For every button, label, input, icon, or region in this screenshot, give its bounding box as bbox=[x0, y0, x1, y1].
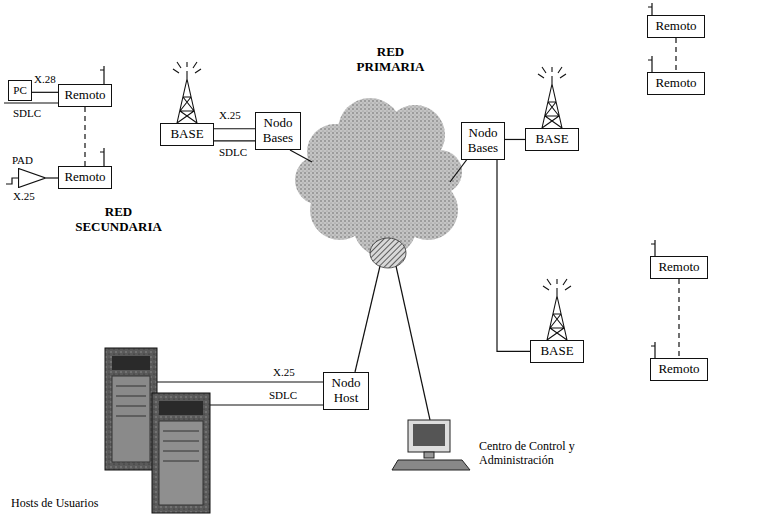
protocol-label: SDLC bbox=[12, 107, 42, 120]
box-text: PAD bbox=[12, 154, 33, 167]
connector-line bbox=[505, 139, 525, 140]
access-point bbox=[370, 238, 406, 268]
box-text: Remoto bbox=[61, 88, 109, 103]
box-text: Remoto bbox=[650, 76, 702, 91]
box-text: BASE bbox=[533, 344, 581, 359]
control-caption: Centro de Control y Administración bbox=[478, 440, 576, 468]
box-text: Nodo Bases bbox=[258, 116, 298, 146]
protocol-label: SDLC bbox=[268, 389, 298, 402]
connector-line bbox=[678, 279, 679, 358]
pc-box: PC bbox=[8, 80, 32, 101]
server-cabinet bbox=[105, 348, 210, 513]
protocol-label: SDLC bbox=[218, 146, 248, 159]
radio-tower bbox=[173, 62, 571, 340]
network-cloud bbox=[295, 98, 462, 257]
box-text: BASE bbox=[163, 127, 211, 142]
pad-outline bbox=[18, 168, 46, 188]
box-text: Remoto bbox=[653, 362, 705, 377]
box-text: Remoto bbox=[61, 170, 109, 185]
protocol-label: X.25 bbox=[12, 190, 36, 203]
computer-icon bbox=[392, 420, 470, 470]
node-box: Nodo Host bbox=[323, 372, 369, 410]
antenna-symbol bbox=[100, 3, 655, 358]
remote-box: Remoto bbox=[650, 358, 708, 381]
remote-box: Remoto bbox=[58, 166, 112, 189]
connector-line bbox=[32, 92, 58, 93]
remote-box: Remoto bbox=[58, 84, 112, 107]
network-link bbox=[4, 103, 468, 420]
box-text: Nodo Bases bbox=[464, 126, 502, 156]
connector-line bbox=[497, 160, 530, 352]
base-box: BASE bbox=[525, 128, 579, 151]
protocol-label: X.25 bbox=[272, 366, 296, 379]
box-text: Nodo Host bbox=[326, 376, 366, 406]
connector-line bbox=[675, 38, 676, 72]
connector-line bbox=[214, 140, 255, 141]
protocol-label: X.25 bbox=[218, 109, 242, 122]
base-box: BASE bbox=[530, 340, 584, 363]
remote-box: Remoto bbox=[647, 15, 705, 38]
protocol-label: X.28 bbox=[33, 73, 57, 86]
remote-box: Remoto bbox=[650, 256, 708, 279]
node-box: Nodo Bases bbox=[255, 112, 301, 150]
host-caption: Hosts de Usuarios bbox=[10, 497, 99, 511]
network-title: RED SECUNDARIA bbox=[70, 205, 167, 235]
base-box: BASE bbox=[160, 123, 214, 146]
remote-box: Remoto bbox=[647, 72, 705, 95]
connector-line bbox=[46, 177, 58, 178]
connector-line bbox=[84, 107, 85, 166]
box-text: PC bbox=[11, 84, 29, 97]
box-text: BASE bbox=[528, 132, 576, 147]
connector-line bbox=[214, 128, 255, 129]
pad-triangle: PAD bbox=[18, 168, 46, 188]
box-text: Remoto bbox=[650, 19, 702, 34]
network-title: RED PRIMARIA bbox=[352, 45, 429, 75]
box-text: Remoto bbox=[653, 260, 705, 275]
node-box: Nodo Bases bbox=[461, 122, 505, 160]
